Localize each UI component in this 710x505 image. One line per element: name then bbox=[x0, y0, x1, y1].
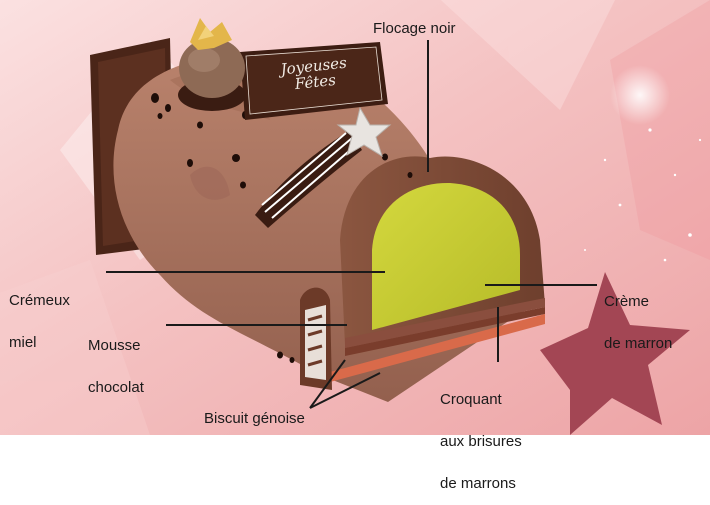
label-mousse-line-1: Mousse bbox=[88, 339, 144, 353]
label-creme-line-2: de marron bbox=[604, 337, 672, 351]
label-creme-line-1: Crème bbox=[604, 295, 672, 309]
label-mousse-chocolat: Mousse chocolat bbox=[88, 311, 144, 409]
label-creme-marron: Crème de marron bbox=[604, 267, 672, 365]
label-mousse-line-2: chocolat bbox=[88, 381, 144, 395]
label-croquant-line-1: Croquant bbox=[440, 393, 522, 407]
label-cremeux-miel: Crémeux miel bbox=[9, 266, 70, 364]
label-croquant-line-3: de marrons bbox=[440, 477, 522, 491]
label-croquant-line-2: aux brisures bbox=[440, 435, 522, 449]
label-cremeux-line-1: Crémeux bbox=[9, 294, 70, 308]
label-biscuit-genoise: Biscuit génoise bbox=[204, 412, 305, 426]
sparkle-glow bbox=[610, 65, 670, 125]
label-cremeux-line-2: miel bbox=[9, 336, 70, 350]
label-flocage-noir: Flocage noir bbox=[373, 22, 456, 36]
label-croquant: Croquant aux brisures de marrons bbox=[440, 365, 522, 505]
